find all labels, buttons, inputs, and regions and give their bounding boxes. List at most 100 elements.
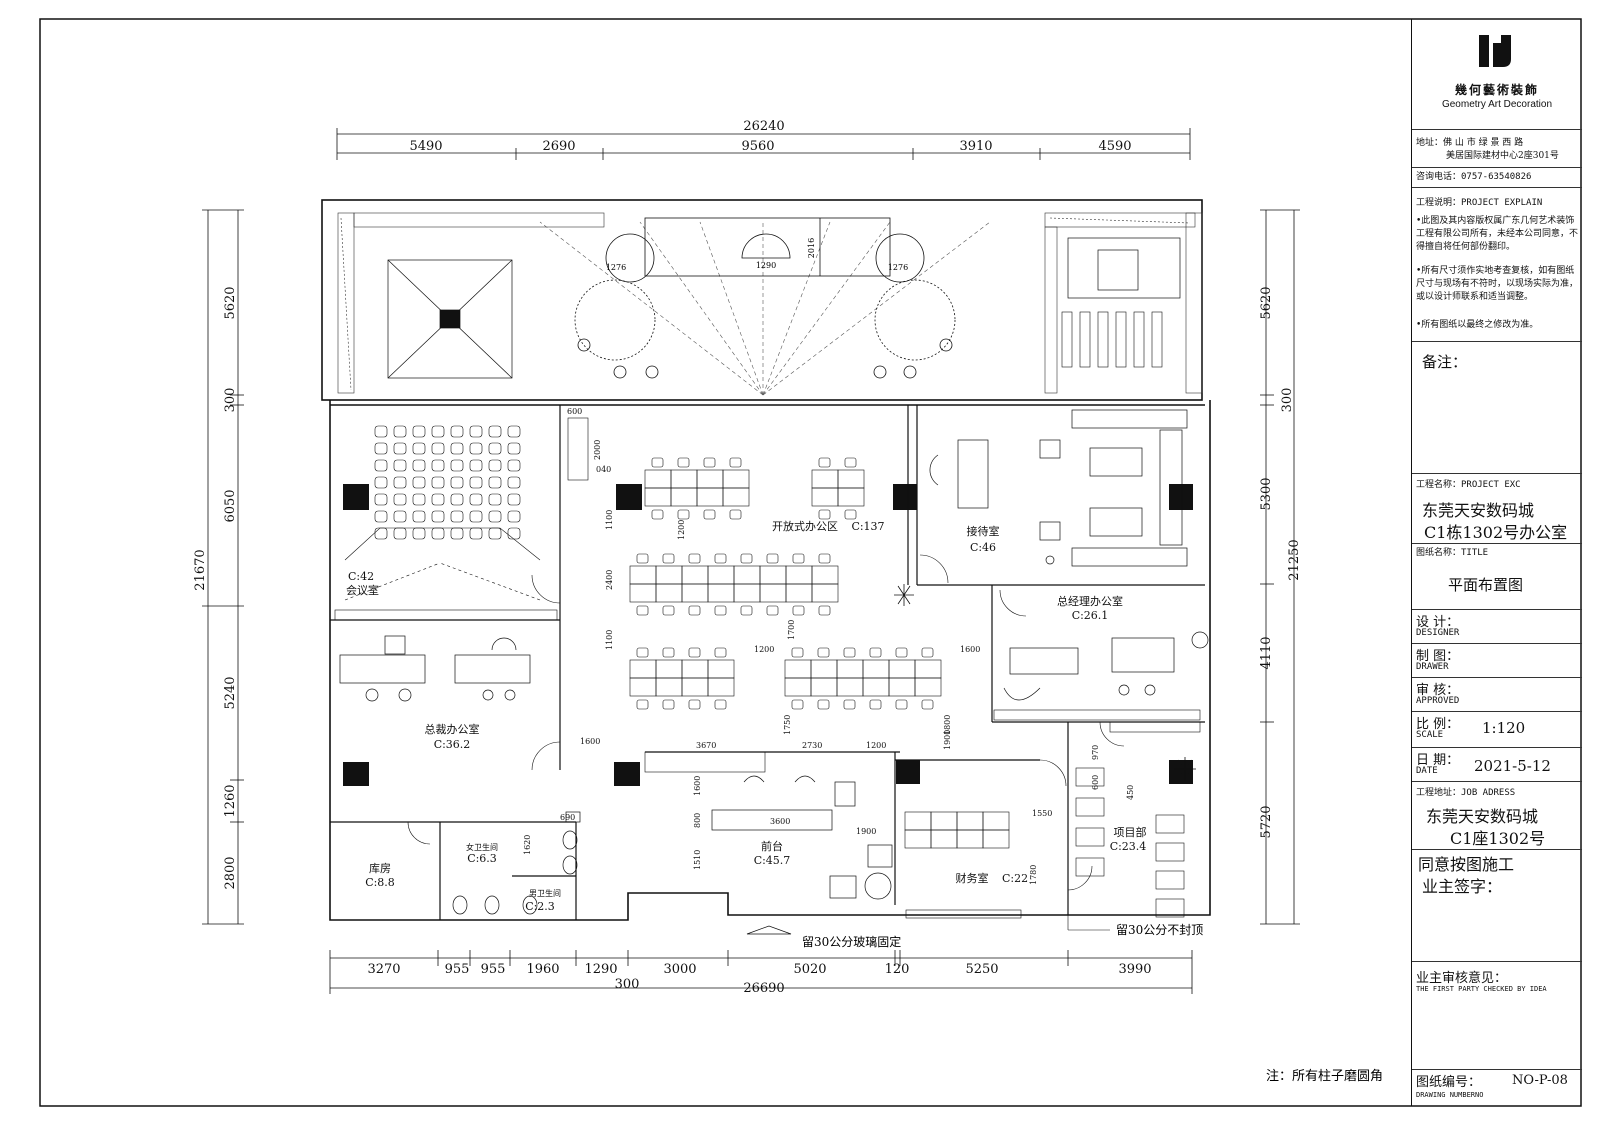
room-code: C:42 (348, 570, 374, 583)
drawn-label: 制 图： (1416, 649, 1460, 664)
conference-chair (450, 493, 464, 506)
address-line: 地址：佛 山 市 绿 景 西 路 (1416, 138, 1524, 148)
desk (707, 677, 735, 697)
dim-inner: 3600 (770, 817, 790, 826)
office-chair (636, 605, 649, 616)
toilet-fixtures (452, 811, 581, 915)
dim-top-seg: 4590 (1098, 139, 1131, 154)
office-chair (766, 605, 779, 616)
dim-top-seg: 2690 (542, 139, 575, 154)
desk (956, 829, 984, 849)
office-chair (844, 457, 857, 468)
conference-chair (393, 476, 407, 489)
drawing-no: NO-P-08 (1512, 1073, 1568, 1088)
conference-chair (412, 527, 426, 540)
project-explain-label: 工程说明：PROJECT EXPLAIN (1416, 198, 1543, 208)
remarks-label: 备注： (1422, 353, 1468, 371)
address-line: 美居国际建材中心2座301号 (1446, 151, 1559, 161)
room-name: 前台 (761, 839, 783, 853)
office-chair (651, 457, 664, 468)
owner-opinion-label: 业主审核意见： (1416, 971, 1508, 986)
dim-bottom-seg: 955 (481, 962, 506, 977)
desk (1155, 814, 1185, 834)
dim-bottom-seg: 955 (445, 962, 470, 977)
office-chair (688, 553, 701, 564)
conference-chair (393, 425, 407, 438)
desk (733, 565, 761, 585)
date-en: DATE (1416, 766, 1438, 776)
dim-bottom-seg: 3270 (367, 962, 400, 977)
dim-inner: 1600 (580, 737, 600, 746)
pergola-left (387, 259, 513, 379)
office-chair (729, 509, 742, 520)
conference-chair (431, 476, 445, 489)
office-chair (636, 699, 649, 710)
dim-bottom-extra: 300 (615, 977, 640, 992)
office-chair (714, 605, 727, 616)
room-name: 男卫生间 (529, 888, 561, 898)
logo-icon (1479, 35, 1511, 67)
room-code: C:137 (851, 520, 884, 533)
conference-chair (469, 425, 483, 438)
dim-inner: 1290 (756, 261, 776, 270)
drawn-en: DRAWER (1416, 662, 1449, 672)
conference-chair (374, 476, 388, 489)
reception-furniture (711, 775, 893, 935)
conference-screen (344, 417, 589, 601)
desk (888, 659, 916, 679)
desk (904, 811, 932, 831)
office-chair (703, 509, 716, 520)
room-name: 总裁办公室 (425, 722, 480, 736)
dim-bottom-seg: 3990 (1118, 962, 1151, 977)
logo: 幾何藝術裝飾 Geometry Art Decoration (1412, 29, 1582, 119)
dim-inner: 1750 (783, 715, 792, 735)
dim-left-seg: 5240 (223, 676, 238, 709)
desk (862, 677, 890, 697)
dim-inner: 1900 (943, 730, 952, 750)
desk (707, 583, 735, 603)
conference-chair (412, 459, 426, 472)
dim-inner: 1700 (787, 620, 796, 640)
desk (811, 469, 839, 489)
dim-left-seg: 300 (223, 388, 238, 413)
office-chair (921, 647, 934, 658)
conference-chair (469, 510, 483, 523)
doors (407, 554, 1125, 891)
office-chair (636, 553, 649, 564)
desk (784, 659, 812, 679)
dim-top-total: 26240 (743, 119, 784, 134)
room-name: 开放式办公区 (772, 519, 838, 533)
desk (722, 487, 750, 507)
conference-chair (393, 493, 407, 506)
desk (722, 469, 750, 489)
dim-inner: 1510 (693, 850, 702, 870)
dim-inner: 450 (1126, 785, 1135, 800)
room-code: C:26.1 (1072, 609, 1109, 622)
owner-sign-label: 业主签字： (1422, 877, 1503, 896)
room-name: 接待室 (967, 524, 1000, 538)
office-chair (817, 699, 830, 710)
conference-chair (507, 527, 521, 540)
desk (836, 659, 864, 679)
office-chair (818, 553, 831, 564)
dim-inner: 1200 (754, 645, 774, 654)
conference-chair (469, 442, 483, 455)
dim-inner: 1800 (943, 715, 952, 735)
desk (707, 565, 735, 585)
job-address: 东莞天安数码城 (1426, 807, 1539, 826)
sheet-frame (39, 18, 1582, 1107)
note-ceiling: 留30公分不封顶 (1116, 923, 1203, 937)
job-address-label: 工程地址：JOB ADRESS (1416, 788, 1516, 798)
office-chair (636, 647, 649, 658)
room-name: 财务室 (956, 871, 989, 885)
dim-inner: 2730 (802, 741, 822, 750)
dim-bottom-seg: 120 (885, 962, 910, 977)
dim-top-seg: 9560 (741, 139, 774, 154)
desk (837, 487, 865, 507)
office-chair (791, 647, 804, 658)
garden-deck (1061, 237, 1181, 368)
drawing-title-label: 图纸名称：TITLE (1416, 548, 1489, 558)
phone: 咨询电话：0757-63540826 (1416, 172, 1532, 182)
dim-right-seg: 5720 (1259, 805, 1274, 838)
